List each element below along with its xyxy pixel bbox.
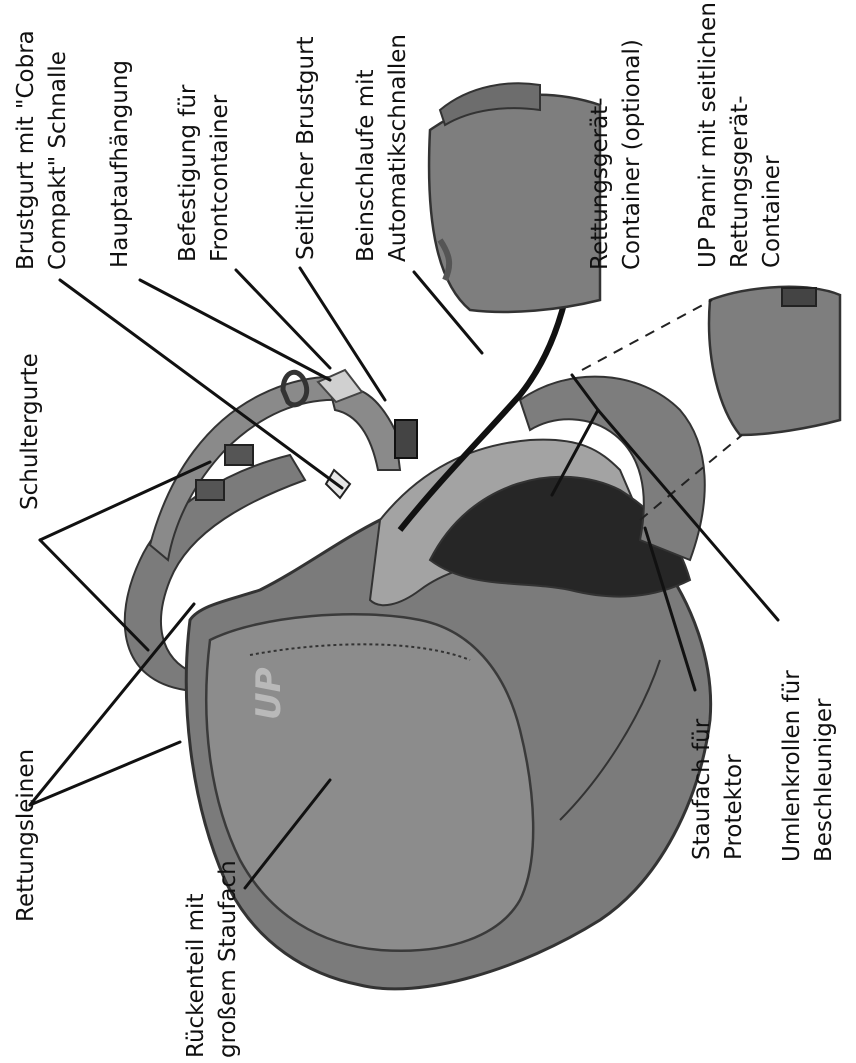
reserve-container-optional xyxy=(429,95,600,312)
label-hauptaufhaengung: Hauptaufhängung xyxy=(104,60,136,268)
side-container-handle xyxy=(782,288,816,306)
label-rettungsgeraet-container: Rettungsgerät-Container (optional) xyxy=(584,39,648,270)
leader-rettungsleinen-b xyxy=(30,742,180,805)
label-seitlicher-brustgurt: Seitlicher Brustgurt xyxy=(290,36,322,260)
dashed-guide-upper xyxy=(582,300,712,370)
label-rettungsleinen: Rettungsleinen xyxy=(10,749,42,922)
strap-buckle xyxy=(225,445,253,465)
leg-buckle xyxy=(395,420,417,458)
leader-befestigung xyxy=(236,270,330,368)
label-schultergurte: Schultergurte xyxy=(14,353,46,510)
brand-logo: UP xyxy=(249,667,289,720)
side-reserve-container xyxy=(709,287,840,435)
strap-buckle xyxy=(196,480,224,500)
leader-hauptaufhaengung xyxy=(140,280,330,380)
leader-rettungsleinen-a xyxy=(30,604,194,805)
